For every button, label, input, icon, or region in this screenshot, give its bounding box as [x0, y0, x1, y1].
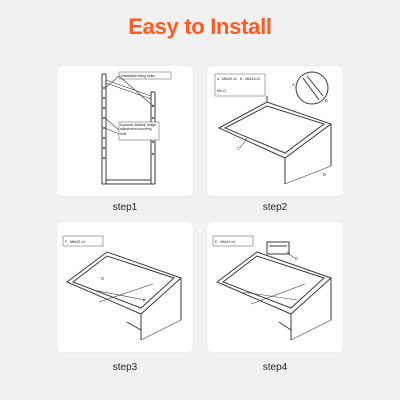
step3-card: F - M6x32 x4 D F: [57, 222, 193, 352]
step2-diagram: A - M6x30 x2 B - M6x16 x2 M6 x2 A B C D: [214, 71, 333, 185]
step4-label: step4: [262, 362, 288, 373]
step3-label: step3: [112, 362, 138, 373]
step2-letter-b: B: [325, 98, 328, 103]
step4-diagram: E - M6x10 x4 E: [212, 235, 332, 341]
step4-letter-e: E: [295, 256, 298, 261]
step2-letter-c: C: [237, 146, 240, 151]
step3-diagram: F - M6x32 x4 D F: [62, 235, 182, 341]
step2-card: A - M6x30 x2 B - M6x16 x2 M6 x2 A B C D: [207, 66, 343, 196]
step1-label: step1: [112, 202, 138, 213]
step2-part-nut: M6 x2: [217, 89, 226, 93]
step2-part-a: A - M6x30 x2: [217, 77, 237, 81]
step1-diagram: Installation fixing holes Dynamic deskto…: [101, 71, 172, 185]
step4-part-e: E - M6x10 x4: [215, 240, 235, 244]
step3-letter-f: F: [143, 298, 146, 303]
page-title: Easy to Install: [128, 14, 272, 39]
step2-letter-d: D: [323, 172, 326, 177]
step1-card: Installation fixing holes Dynamic deskto…: [57, 66, 193, 196]
step1-callout-mounting-hole: Dynamic desktop height adjustment mounti…: [120, 123, 157, 136]
step1-callout-fixing-holes: Installation fixing holes: [121, 74, 155, 78]
step4-card: E - M6x10 x4 E: [207, 222, 343, 352]
step3-letter-d: D: [101, 276, 104, 281]
step3-part-f: F - M6x32 x4: [65, 240, 85, 244]
step2-label: step2: [262, 202, 288, 213]
step2-letter-a: A: [292, 82, 295, 87]
step2-part-b: B - M6x16 x2: [240, 77, 260, 81]
